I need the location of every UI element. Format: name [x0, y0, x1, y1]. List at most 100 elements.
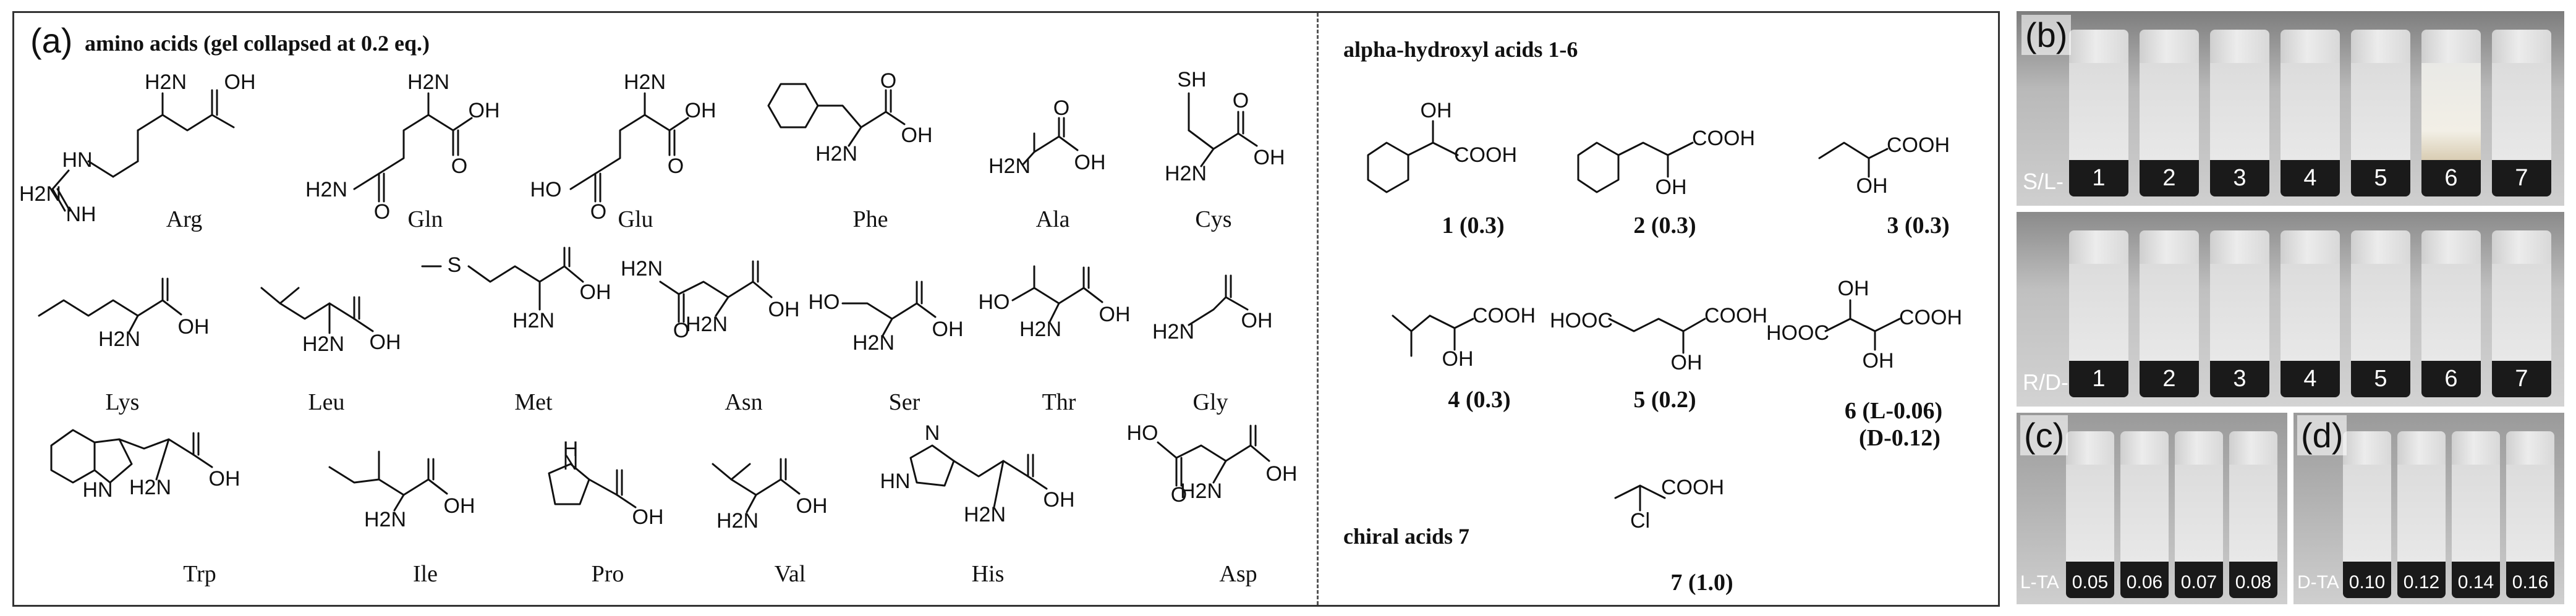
svg-text:H2N: H2N [302, 332, 344, 356]
svg-text:HO: HO [979, 290, 1010, 314]
svg-text:O: O [1171, 483, 1187, 507]
structure-compound-5: HOOC COOH OH [1550, 304, 1767, 374]
vial: 2 [2140, 230, 2199, 397]
structure-gly: H2N OH [1152, 274, 1273, 344]
structure-ala: O OH H2N [988, 96, 1106, 178]
svg-text:COOH: COOH [1473, 304, 1536, 327]
vial: 0.07 [2175, 431, 2223, 598]
vial-label: 0.12 [2403, 572, 2440, 593]
svg-text:OH: OH [1671, 351, 1702, 374]
row-tag-dta: D-TA [2297, 572, 2339, 593]
vial: 5 [2351, 30, 2410, 196]
vial: 3 [2210, 30, 2269, 196]
vial-label: 0.05 [2072, 572, 2109, 593]
photo-d: 0.10 0.12 0.14 0.16 D-TA (d) [2293, 413, 2564, 604]
svg-text:SH: SH [1177, 68, 1206, 91]
svg-text:COOH: COOH [1704, 304, 1767, 327]
svg-text:OH: OH [1421, 99, 1452, 122]
vial-label: 6 [2444, 165, 2458, 191]
label-compound-3: 3 (0.3) [1887, 213, 1950, 238]
svg-text:H: H [563, 437, 579, 461]
label-met: Met [514, 389, 553, 415]
svg-text:HO: HO [530, 178, 562, 201]
svg-text:H2N: H2N [852, 331, 895, 355]
vial-label: 0.16 [2512, 572, 2549, 593]
svg-text:HO: HO [809, 290, 840, 314]
svg-text:HN: HN [880, 470, 910, 493]
svg-text:O: O [673, 319, 689, 342]
svg-text:H2N: H2N [1152, 320, 1194, 344]
structure-thr: HO OH H2N [979, 265, 1131, 341]
structure-phe: O OH H2N [767, 69, 933, 166]
vial: 1 [2069, 30, 2128, 196]
svg-text:HO: HO [1127, 421, 1158, 445]
svg-text:COOH: COOH [1899, 306, 1962, 329]
label-compound-6: 6 (L-0.06) [1844, 398, 1943, 424]
row-tag-lta: L-TA [2020, 572, 2059, 593]
hydroxy-acids-header: alpha-hydroxyl acids 1-6 [1343, 37, 1578, 62]
vial: 0.10 [2343, 431, 2391, 598]
structure-compound-2: COOH OH [1577, 127, 1755, 199]
svg-text:H2N: H2N [1019, 318, 1061, 341]
vial-label: 4 [2303, 366, 2317, 392]
label-compound-5: 5 (0.2) [1633, 387, 1696, 413]
svg-text:OH: OH [580, 281, 611, 304]
svg-text:OH: OH [1074, 151, 1106, 174]
vial: 5 [2351, 230, 2410, 397]
vial-label: 7 [2515, 366, 2528, 392]
structure-met: S OH H2N [421, 247, 611, 332]
svg-text:OH: OH [1442, 347, 1474, 371]
svg-text:O: O [668, 154, 684, 178]
svg-text:H2N: H2N [964, 503, 1006, 526]
svg-text:N: N [925, 421, 940, 445]
vial-label: 1 [2092, 366, 2106, 392]
vial-label: 5 [2374, 165, 2387, 191]
svg-text:OH: OH [1241, 309, 1273, 332]
svg-text:OH: OH [685, 99, 716, 122]
svg-text:OH: OH [370, 331, 401, 354]
structure-glu: H2N OH HO O O [530, 70, 716, 224]
vial-label: 6 [2444, 366, 2458, 392]
svg-text:H2N: H2N [1165, 162, 1207, 185]
svg-text:H2N: H2N [512, 309, 555, 332]
structure-pro: H N OH [548, 437, 664, 529]
svg-text:O: O [1233, 89, 1249, 112]
vial-label: 4 [2303, 165, 2317, 191]
structure-compound-7: COOH Cl [1614, 476, 1724, 533]
structure-ile: OH H2N [328, 450, 475, 531]
svg-text:OH: OH [1863, 349, 1894, 373]
svg-text:H2N: H2N [19, 182, 61, 206]
svg-text:N: N [563, 451, 579, 475]
svg-text:H2N: H2N [815, 142, 857, 166]
svg-text:O: O [1053, 96, 1069, 120]
vial-label: 0.10 [2349, 572, 2386, 593]
vial-label: 7 [2515, 165, 2528, 191]
svg-text:H2N: H2N [129, 476, 171, 499]
svg-text:H2N: H2N [145, 70, 187, 94]
vial: 0.14 [2452, 431, 2500, 598]
svg-text:Cl: Cl [1630, 509, 1650, 533]
panel-d-letter: (d) [2297, 415, 2347, 455]
svg-text:COOH: COOH [1887, 133, 1950, 157]
svg-text:OH: OH [768, 298, 800, 321]
row-tag-sl: S/L- [2023, 169, 2064, 194]
structure-asn: H2N O OH H2N [621, 257, 800, 342]
label-ser: Ser [888, 389, 920, 415]
svg-text:OH: OH [1656, 175, 1687, 199]
vial: 0.05 [2066, 431, 2114, 598]
svg-text:OH: OH [932, 318, 964, 341]
vial-label: 3 [2233, 366, 2247, 392]
amino-acids-header: amino acids (gel collapsed at 0.2 eq.) [85, 31, 430, 56]
label-compound-4: 4 (0.3) [1448, 387, 1511, 413]
label-gly: Gly [1192, 389, 1228, 415]
svg-text:OH: OH [224, 70, 256, 94]
vial: 0.16 [2506, 431, 2554, 598]
panel-c-letter: (c) [2020, 415, 2068, 455]
chiral-acids-header: chiral acids 7 [1343, 524, 1469, 549]
structure-cys: SH O OH H2N [1165, 68, 1285, 185]
structure-asp: HO O OH H2N [1127, 421, 1298, 507]
svg-text:H2N: H2N [407, 70, 449, 94]
svg-text:OH: OH [444, 494, 475, 518]
svg-text:OH: OH [1099, 303, 1131, 326]
